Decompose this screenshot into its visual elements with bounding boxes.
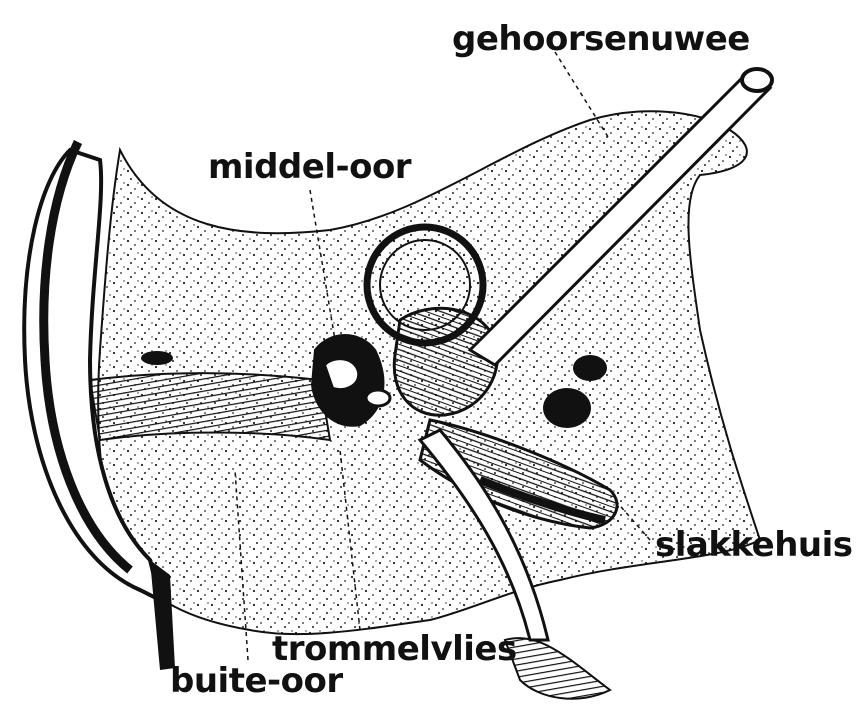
vessel-hole [573, 355, 607, 381]
ear-canal [90, 373, 330, 440]
label-slakkehuis: slakkehuis [655, 528, 853, 562]
label-gehoorsenuwee: gehoorsenuwee [452, 22, 750, 56]
vessel-hole [141, 351, 173, 365]
vessel-hole [543, 388, 591, 428]
throat-opening [505, 638, 610, 699]
nerve-end [742, 69, 772, 91]
stapes [366, 390, 390, 406]
label-middel-oor: middel-oor [208, 150, 411, 184]
label-buite-oor: buite-oor [170, 664, 343, 698]
